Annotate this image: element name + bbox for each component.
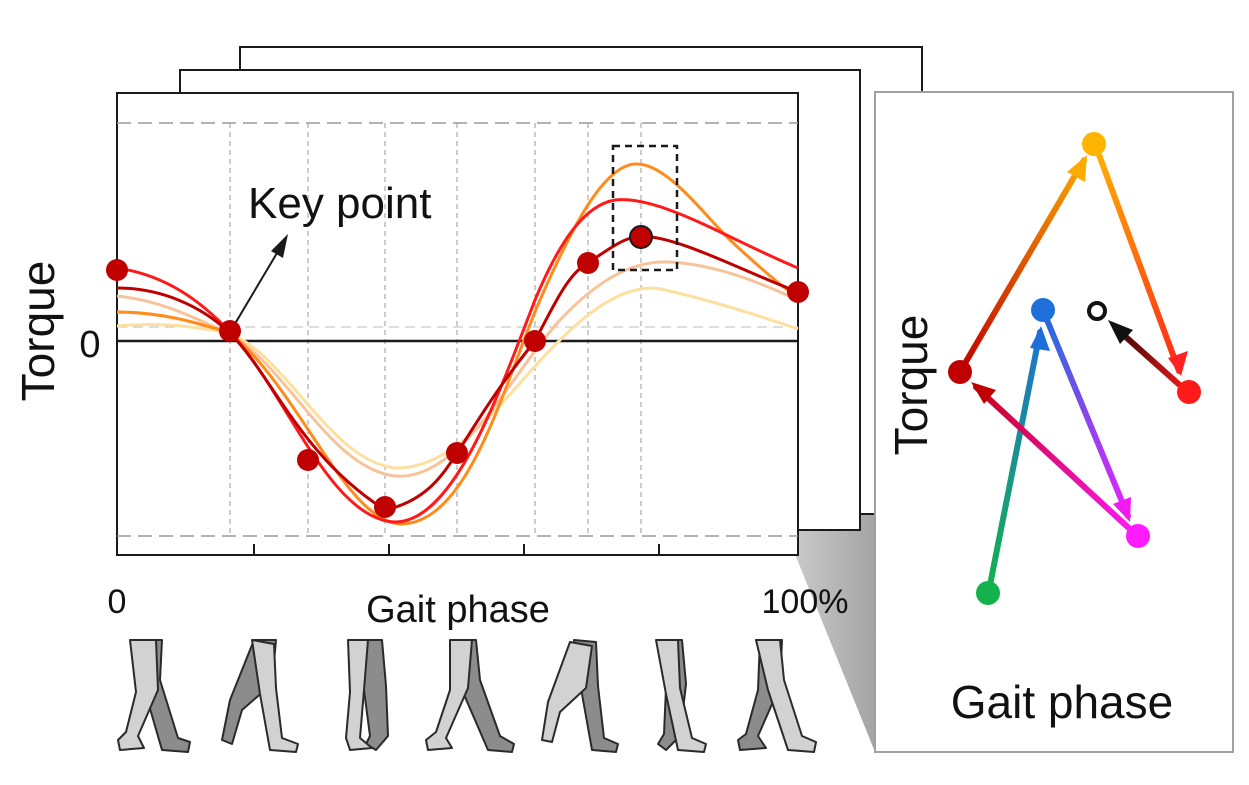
- right-y-axis-label: Torque: [885, 315, 937, 456]
- node-open: [1087, 301, 1107, 321]
- node-magenta: [1126, 524, 1150, 548]
- key-point-marker: [446, 442, 468, 464]
- leg-pose-icon: [541, 639, 619, 753]
- node-green: [976, 581, 1000, 605]
- annotation-arrowhead: [271, 234, 288, 258]
- leg-pose-icon: [655, 639, 707, 753]
- leg-pose-icon: [221, 639, 299, 753]
- node-dark-red: [948, 360, 972, 384]
- x-start-label: 0: [108, 583, 127, 621]
- leg-pose-icons: [117, 639, 817, 753]
- key-point-marker-highlighted: [629, 225, 653, 249]
- node-yellow: [1082, 132, 1106, 156]
- trajectory-arrowheads: [971, 155, 1188, 522]
- leg-pose-icon: [425, 639, 515, 753]
- annotation-arrow: [235, 247, 281, 323]
- key-point-marker: [787, 281, 809, 303]
- left-y-axis-label: Torque: [12, 261, 64, 402]
- node-red: [1177, 380, 1201, 404]
- key-point-marker: [577, 252, 599, 274]
- highlight-box: [611, 144, 679, 272]
- right-x-axis-label: Gait phase: [951, 676, 1173, 728]
- annotation-label: Key point: [248, 179, 431, 228]
- curve-orange: [116, 162, 799, 526]
- node-blue: [1031, 298, 1055, 322]
- leg-pose-icon: [737, 639, 817, 753]
- key-point-marker: [524, 330, 546, 352]
- trajectory-nodes: [948, 132, 1201, 605]
- zero-tick-label: 0: [79, 324, 100, 366]
- leg-pose-icon: [117, 639, 191, 753]
- leg-pose-icon: [345, 639, 389, 751]
- trajectory-edges: [961, 149, 1186, 593]
- x-end-label: 100%: [762, 583, 849, 621]
- key-point-marker: [106, 259, 128, 281]
- key-point-marker: [219, 320, 241, 342]
- zoom-panel: [874, 91, 1234, 753]
- left-x-axis-label: Gait phase: [366, 589, 550, 631]
- key-point-marker: [374, 496, 396, 518]
- key-points: [106, 225, 809, 518]
- key-point-marker: [297, 449, 319, 471]
- x-axis-ticks: [253, 544, 660, 555]
